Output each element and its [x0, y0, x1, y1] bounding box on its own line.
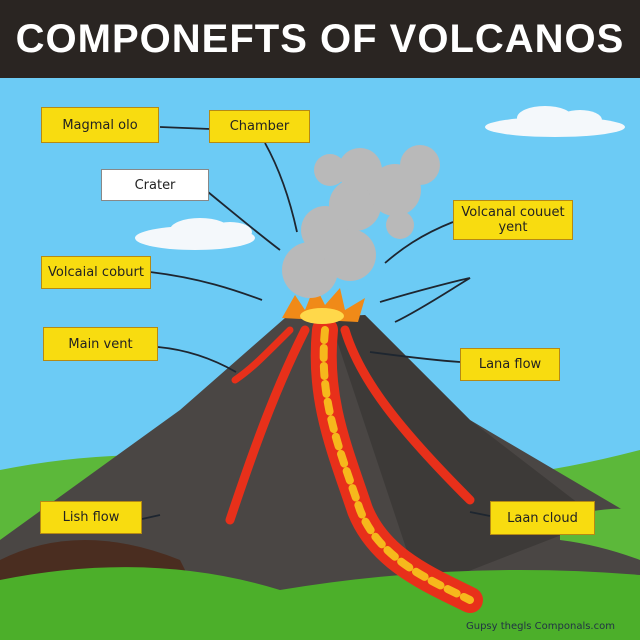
label-ash-flow: Lish flow — [40, 501, 142, 534]
label-ash-cloud: Laan cloud — [490, 501, 595, 535]
label-crater: Crater — [101, 169, 209, 201]
footer-credit: Gupsy thegls Componals.com — [466, 621, 615, 632]
label-secondary-vent: Volcanal couuet yent — [453, 200, 573, 240]
label-lava-flow: Lana flow — [460, 348, 560, 381]
grass-front — [0, 567, 640, 640]
cloud-left — [135, 218, 255, 250]
label-main-vent: Main vent — [43, 327, 158, 361]
lava-flows — [225, 317, 483, 613]
page-title: COMPONEFTS OF VOLCANOS — [15, 16, 625, 61]
cloud-right — [485, 106, 625, 137]
pointer-arrows — [141, 126, 491, 520]
crater-glow — [300, 308, 344, 324]
label-magma: Magmal olo — [41, 107, 159, 143]
label-chamber: Chamber — [209, 110, 310, 143]
label-conduit: Volcaial coburt — [41, 256, 151, 289]
ash-plume — [282, 145, 440, 298]
title-bar: COMPONEFTS OF VOLCANOS — [0, 0, 640, 78]
